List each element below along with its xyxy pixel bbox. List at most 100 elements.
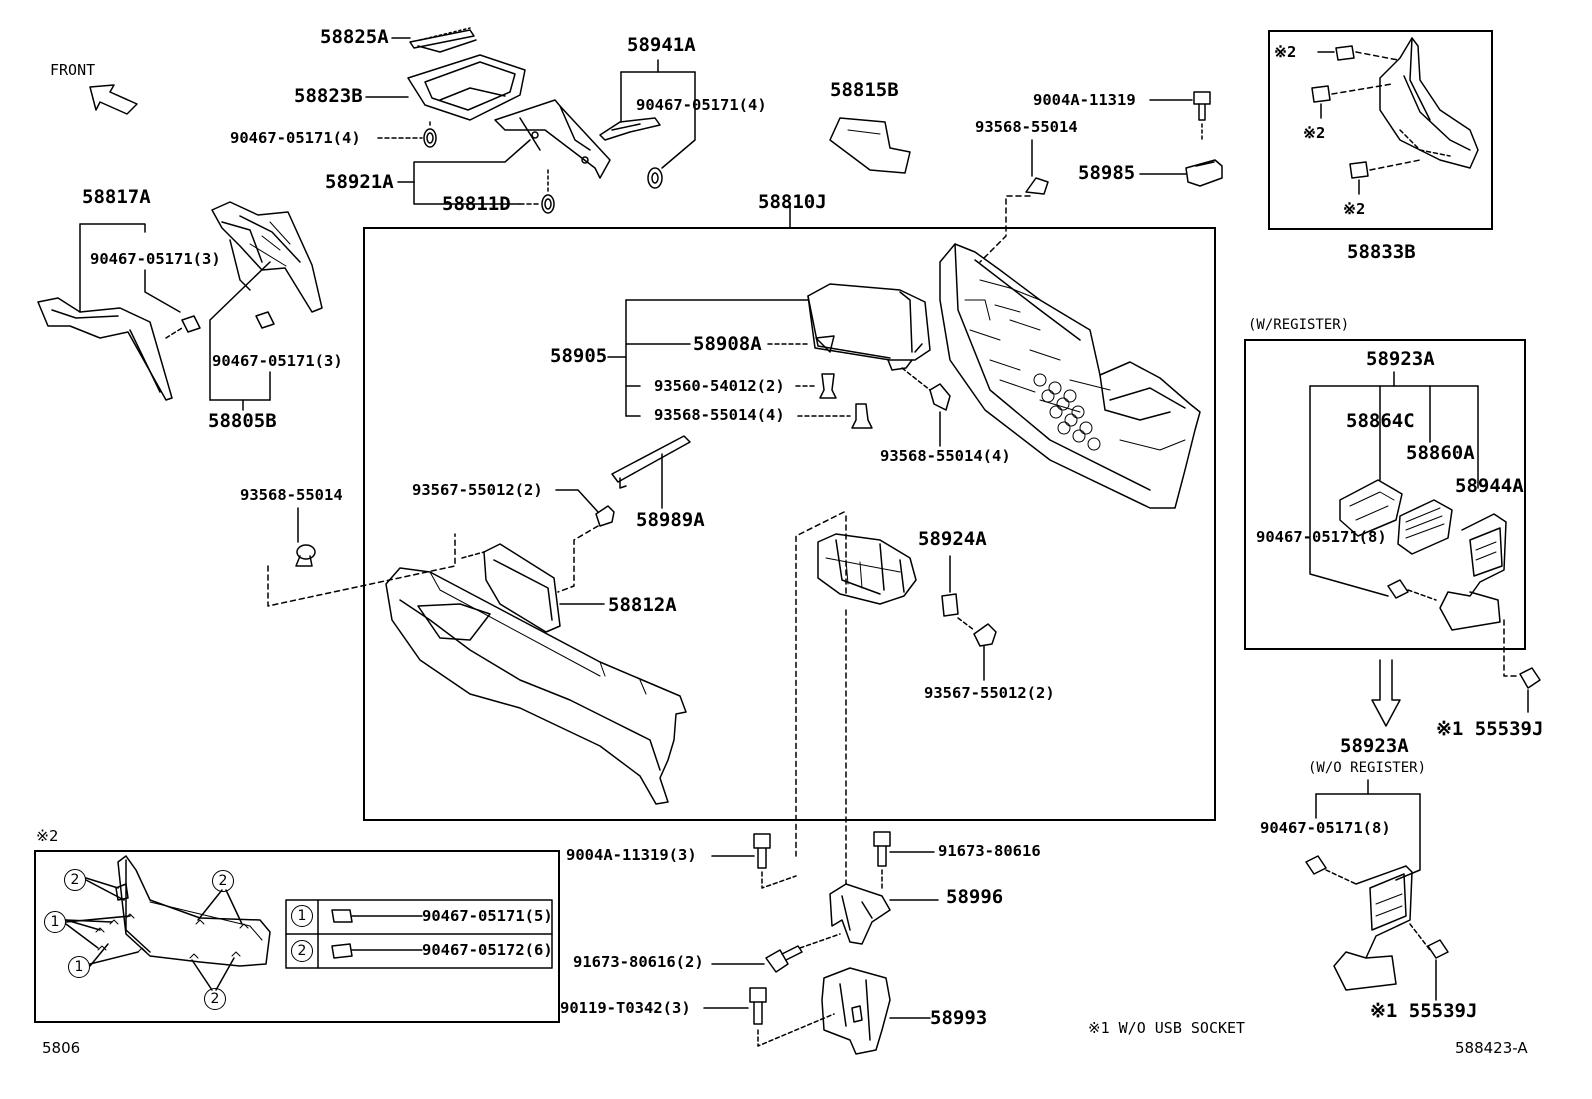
inset-panel-shape (115, 855, 271, 967)
part-58815B-shape (829, 117, 911, 174)
clip-58908A-shape (815, 335, 835, 353)
legend-circle-2: 2 (291, 940, 313, 962)
label-93568-55014-4-b: 93568-55014(4) (880, 447, 1011, 465)
clip-shape-b (255, 311, 275, 329)
label-55539J-b: ※1 55539J (1370, 1000, 1478, 1022)
clip-93568-top-shape (1025, 177, 1049, 195)
clip-93567-left-shape (595, 505, 615, 527)
clip-55539J-a-shape (1519, 667, 1541, 689)
clip-90467-8-a-shape (1387, 579, 1409, 599)
part-58810J-body-shape (939, 243, 1201, 509)
inset-circle-2-c: 2 (204, 988, 226, 1010)
label-90467-05171-8-a: 90467-05171(8) (1256, 528, 1387, 546)
label-58860A: 58860A (1406, 442, 1475, 464)
label-58815B: 58815B (830, 79, 899, 101)
frame-58810J (363, 227, 1216, 821)
label-58923A-b: 58923A (1340, 735, 1409, 757)
legend-clip-2-icon (331, 943, 353, 959)
part-58805B-shape (211, 201, 323, 313)
label-93567-55012-2-b: 93567-55012(2) (924, 684, 1055, 702)
bolt-91673-80616-2-shape (765, 945, 803, 973)
screw-93560-shape (819, 373, 837, 399)
part-58864C-shape (1339, 479, 1403, 537)
clip-93568-left-shape (295, 544, 316, 567)
inset-circle-2-a: 2 (64, 869, 86, 891)
label-58985: 58985 (1078, 162, 1136, 184)
clip-90467-8-b-shape (1305, 855, 1327, 875)
part-58817A-shape (37, 297, 173, 401)
footer-right-code: 588423-A (1455, 1039, 1528, 1057)
part-console-side-panel-shape (385, 567, 687, 805)
clip-shapes-top (423, 128, 663, 214)
label-58993: 58993 (930, 1007, 988, 1029)
label-58908A: 58908A (693, 333, 762, 355)
part-58823B-shape (407, 54, 526, 121)
label-58864C: 58864C (1346, 410, 1415, 432)
label-58810J: 58810J (758, 191, 827, 213)
label-93568-55014-top: 93568-55014 (975, 118, 1078, 136)
label-58941A: 58941A (627, 34, 696, 56)
label-91673-80616: 91673-80616 (938, 842, 1041, 860)
label-93568-55014-4-a: 93568-55014(4) (654, 406, 785, 424)
part-58812A-shape (483, 543, 561, 633)
label-wo-register: (W/O REGISTER) (1308, 760, 1427, 776)
clip-note2-c-shape (1349, 161, 1369, 179)
label-58825A: 58825A (320, 26, 389, 48)
label-93560-54012-2: 93560-54012(2) (654, 377, 785, 395)
label-90467-05171-4-right: 90467-05171(4) (636, 96, 767, 114)
part-58833B-shape (1379, 37, 1479, 169)
label-58823B: 58823B (294, 85, 363, 107)
label-58924A: 58924A (918, 528, 987, 550)
part-58944A-shape (1439, 513, 1507, 631)
inset-circle-1-a: 1 (44, 911, 66, 933)
label-90467-05171-8-b: 90467-05171(8) (1260, 819, 1391, 837)
label-58833B: 58833B (1347, 241, 1416, 263)
label-90467-05171-3-b: 90467-05171(3) (212, 352, 343, 370)
clip-93567-right-shape (973, 623, 997, 647)
inset-circle-2-b: 2 (212, 870, 234, 892)
label-58944A: 58944A (1455, 475, 1524, 497)
bolt-90119-T0342-shape (749, 987, 767, 1025)
bolt-9004A-11319-shape (1193, 91, 1211, 121)
label-58996: 58996 (946, 886, 1004, 908)
frame-58833B (1268, 30, 1493, 230)
label-58811D: 58811D (442, 193, 511, 215)
part-58989A-shape (611, 435, 691, 489)
clip-note2-b-shape (1311, 85, 1331, 103)
bolt-91673-80616-shape (873, 831, 891, 867)
part-58941A-shape (599, 117, 661, 141)
clip-58924A-shape (941, 593, 959, 617)
clip-note2-a-shape (1335, 45, 1355, 61)
label-58923A-a: 58923A (1366, 348, 1435, 370)
footer-left-code: 5806 (42, 1039, 81, 1057)
label-58989A: 58989A (636, 509, 705, 531)
label-58817A: 58817A (82, 186, 151, 208)
label-w-register: (W/REGISTER) (1248, 317, 1350, 333)
down-arrow-icon (1371, 659, 1401, 727)
part-58825A-shape (409, 27, 477, 53)
part-58985-shape (1185, 159, 1223, 187)
part-58860A-shape (1397, 499, 1453, 555)
label-note2-b: ※2 (1303, 124, 1326, 142)
part-58921A-shape (494, 99, 611, 179)
label-55539J-a: ※1 55539J (1436, 718, 1544, 740)
front-label: FRONT (50, 61, 96, 79)
part-58993-shape (821, 967, 891, 1055)
label-58905: 58905 (550, 345, 608, 367)
label-58921A: 58921A (325, 171, 394, 193)
label-9004A-11319-3: 9004A-11319(3) (566, 846, 697, 864)
label-58805B: 58805B (208, 410, 277, 432)
front-arrow-icon (89, 84, 138, 115)
bolt-9004A-11319-3-shape (753, 833, 771, 869)
frame-w-register (1244, 339, 1526, 650)
screw-93568-shape (851, 403, 873, 429)
part-58923A-wo-register-shape (1333, 865, 1413, 991)
label-note2-a: ※2 (1274, 43, 1297, 61)
legend-clip-1-icon (331, 909, 353, 923)
label-inset-title: ※2 (36, 827, 59, 845)
inset-clip-marks (95, 913, 249, 959)
label-90467-05171-3-a: 90467-05171(3) (90, 250, 221, 268)
label-93567-55012-2-a: 93567-55012(2) (412, 481, 543, 499)
